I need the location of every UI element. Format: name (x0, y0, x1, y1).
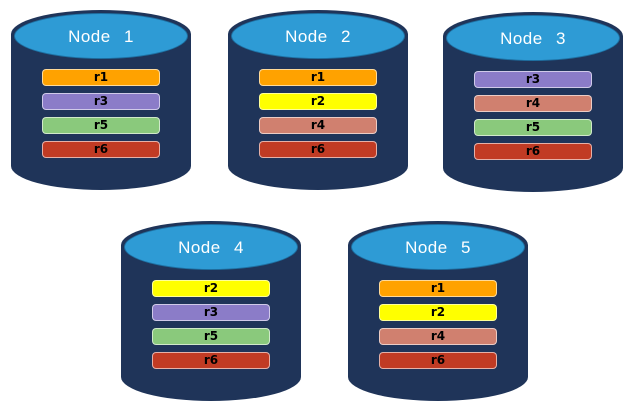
replica-bar-r6: r6 (42, 141, 160, 158)
database-node-1: Node 1 r1 r3 r5 r6 (11, 10, 191, 190)
database-cylinder-top: Node 5 (351, 224, 525, 270)
replica-bar-r6: r6 (259, 141, 377, 158)
replica-list: r1 r2 r4 r6 (259, 69, 377, 165)
replica-bar-r2: r2 (259, 93, 377, 110)
replica-bar-r1: r1 (42, 69, 160, 86)
replica-list: r2 r3 r5 r6 (152, 280, 270, 376)
replica-bar-r2: r2 (152, 280, 270, 297)
replica-bar-r3: r3 (474, 71, 592, 88)
node-title: Node 1 (68, 27, 134, 46)
node-title: Node 4 (178, 238, 244, 257)
node-title: Node 2 (285, 27, 351, 46)
replica-bar-r6: r6 (474, 143, 592, 160)
replica-bar-r1: r1 (379, 280, 497, 297)
replica-list: r1 r3 r5 r6 (42, 69, 160, 165)
replica-bar-r4: r4 (379, 328, 497, 345)
replica-bar-r4: r4 (474, 95, 592, 112)
replica-list: r1 r2 r4 r6 (379, 280, 497, 376)
replica-bar-r6: r6 (379, 352, 497, 369)
database-cylinder-top: Node 1 (14, 13, 188, 59)
database-node-2: Node 2 r1 r2 r4 r6 (228, 10, 408, 190)
database-node-4: Node 4 r2 r3 r5 r6 (121, 221, 301, 401)
node-title: Node 3 (500, 29, 566, 48)
replica-bar-r3: r3 (42, 93, 160, 110)
replica-bar-r2: r2 (379, 304, 497, 321)
database-node-3: Node 3 r3 r4 r5 r6 (443, 12, 623, 192)
replica-bar-r4: r4 (259, 117, 377, 134)
replica-list: r3 r4 r5 r6 (474, 71, 592, 167)
database-cylinder-top: Node 4 (124, 224, 298, 270)
replica-bar-r1: r1 (259, 69, 377, 86)
replica-bar-r5: r5 (474, 119, 592, 136)
database-cylinder-top: Node 2 (231, 13, 405, 59)
database-cylinder-top: Node 3 (446, 15, 620, 61)
replica-bar-r6: r6 (152, 352, 270, 369)
database-node-5: Node 5 r1 r2 r4 r6 (348, 221, 528, 401)
replica-bar-r5: r5 (152, 328, 270, 345)
node-title: Node 5 (405, 238, 471, 257)
replica-bar-r5: r5 (42, 117, 160, 134)
replica-bar-r3: r3 (152, 304, 270, 321)
